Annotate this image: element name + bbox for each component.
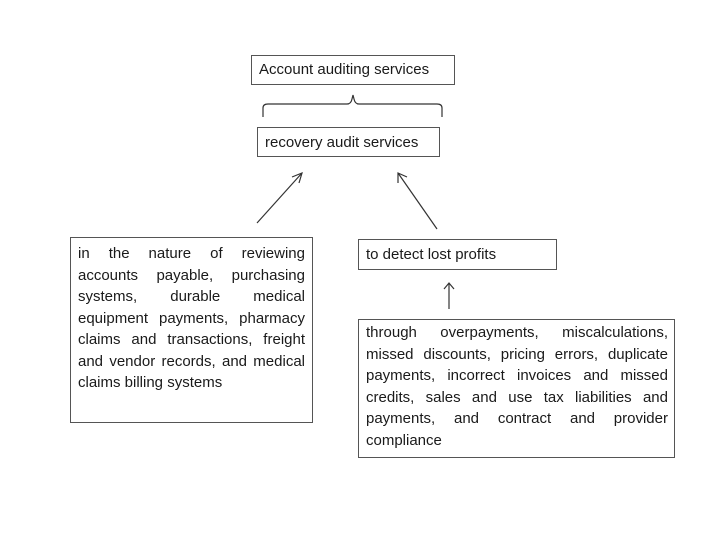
account-auditing-label: Account auditing services — [259, 61, 430, 78]
profit-sources-text: through overpayments, miscalculations, m… — [366, 324, 668, 449]
account-auditing-box: Account auditing services — [251, 55, 455, 85]
brace-connector — [262, 94, 443, 117]
review-scope-text: in the nature of reviewing accounts paya… — [78, 245, 305, 391]
right-arrow — [397, 172, 438, 230]
lost-profits-label: to detect lost profits — [366, 246, 497, 263]
recovery-audit-label: recovery audit services — [265, 134, 419, 151]
profit-sources-box: through overpayments, miscalculations, m… — [358, 319, 675, 458]
recovery-audit-box: recovery audit services — [257, 127, 440, 157]
review-scope-box: in the nature of reviewing accounts paya… — [70, 237, 313, 423]
up-arrow — [443, 282, 455, 309]
left-arrow — [256, 171, 303, 224]
lost-profits-box: to detect lost profits — [358, 239, 557, 270]
